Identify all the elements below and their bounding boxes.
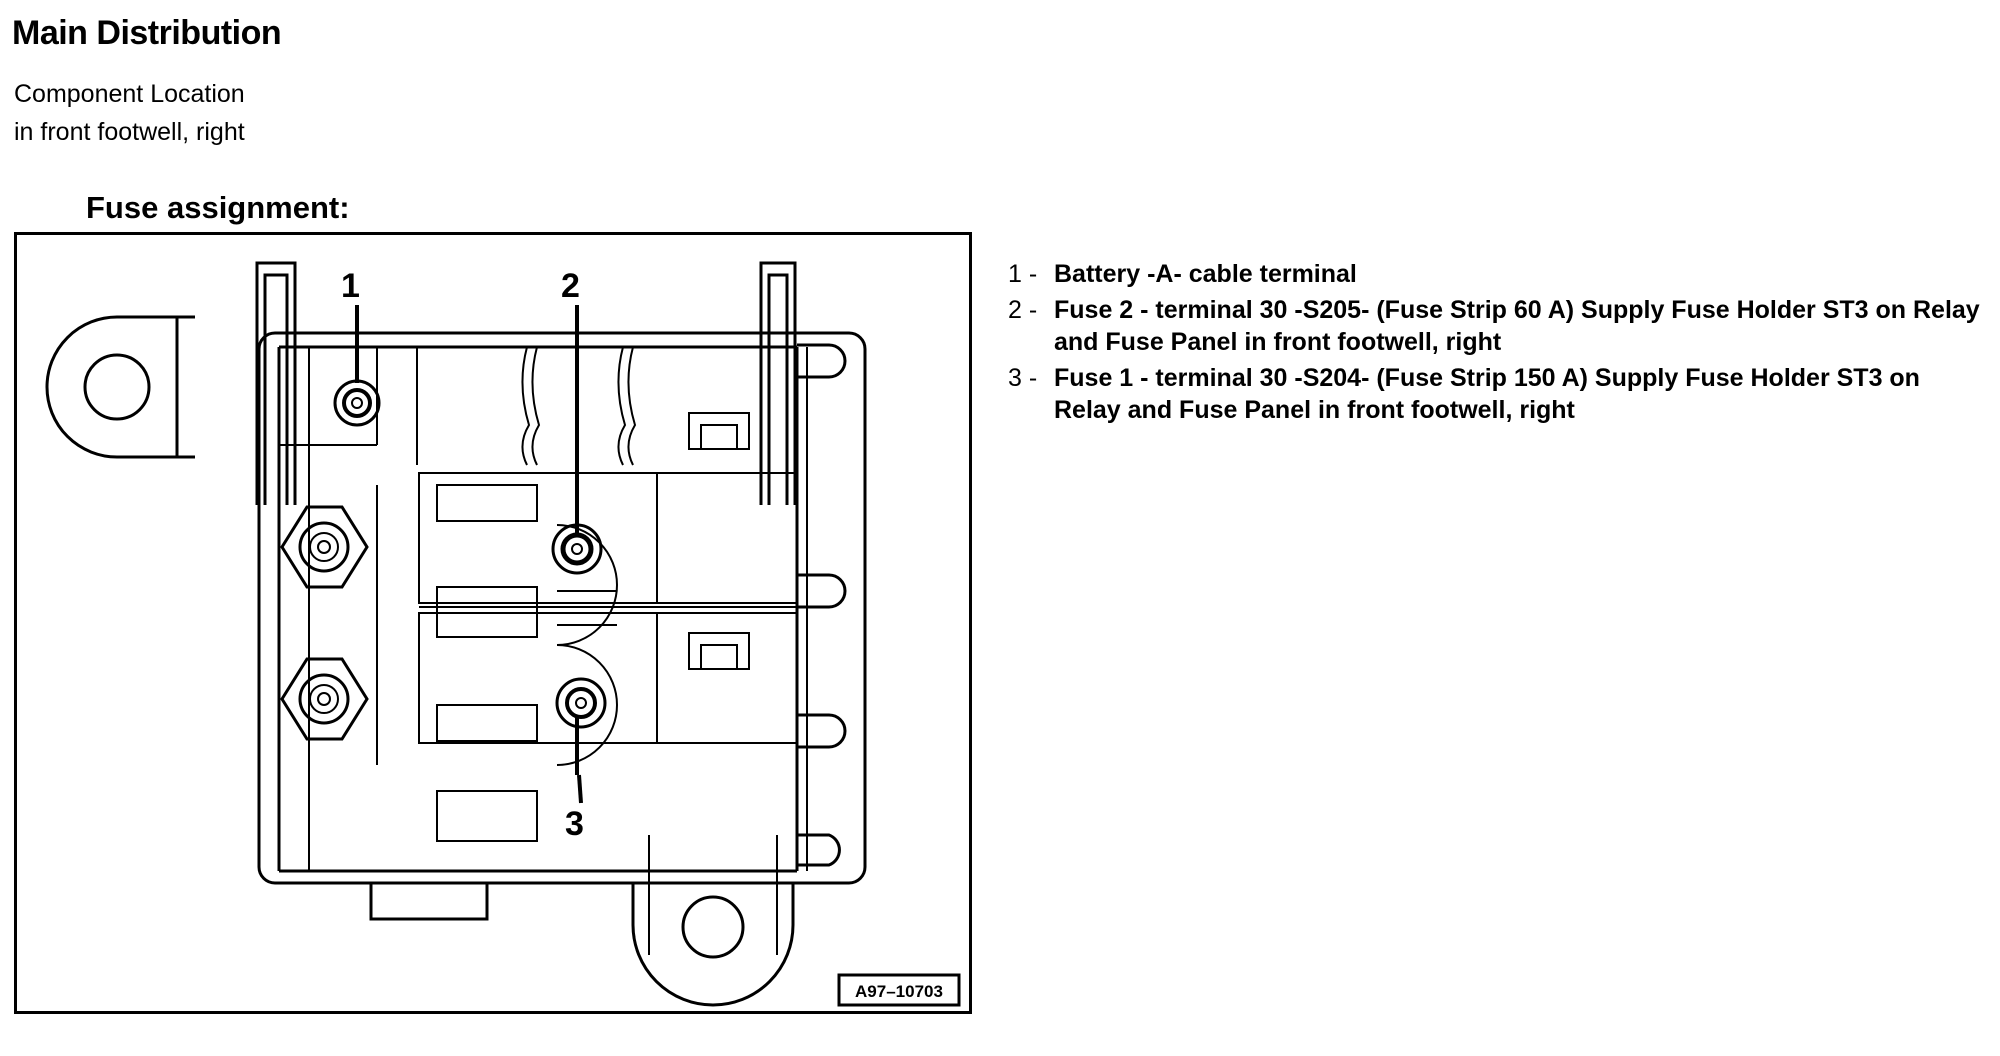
legend-item: 1 - Battery -A- cable terminal <box>1008 258 1988 290</box>
left-cable-lug <box>45 315 195 459</box>
component-location-label: Component Location <box>14 80 245 108</box>
legend-text: Battery -A- cable terminal <box>1054 260 1357 288</box>
callout-2: 2 <box>561 267 580 305</box>
legend-number: 2 - <box>1008 296 1038 324</box>
legend-number: 1 - <box>1008 260 1038 288</box>
component-location-value: in front footwell, right <box>14 118 245 146</box>
legend-text: Fuse 1 - terminal 30 -S204- (Fuse Strip … <box>1054 364 1920 424</box>
legend-text: Fuse 2 - terminal 30 -S205- (Fuse Strip … <box>1054 296 1980 356</box>
hex-nut-upper <box>280 505 369 589</box>
fuse-assignment-heading: Fuse assignment: <box>86 190 350 225</box>
fuse-holder-diagram: 1 2 3 A97–10703 <box>45 261 961 1007</box>
battery-cable-terminal <box>333 379 381 427</box>
hex-nut-lower <box>280 657 369 741</box>
bottom-bracket <box>369 881 489 921</box>
diagram-frame: 1 2 3 A97–10703 <box>14 232 972 1014</box>
callout-3: 3 <box>565 805 584 843</box>
figure-id: A97–10703 <box>855 982 943 1001</box>
top-mounting-tabs <box>255 261 797 505</box>
fuse-holder-housing <box>257 331 867 885</box>
fuse-1-terminal <box>555 677 607 729</box>
legend-number: 3 - <box>1008 364 1038 392</box>
page-title: Main Distribution <box>12 14 282 52</box>
bottom-cable-lug <box>631 835 795 1007</box>
callout-1: 1 <box>341 267 360 305</box>
legend-item: 2 - Fuse 2 - terminal 30 -S205- (Fuse St… <box>1008 294 1988 358</box>
fuse-legend: 1 - Battery -A- cable terminal 2 - Fuse … <box>1008 258 1988 430</box>
figure-id-box: A97–10703 <box>837 973 961 1007</box>
legend-item: 3 - Fuse 1 - terminal 30 -S204- (Fuse St… <box>1008 362 1988 426</box>
callout-leaders <box>355 305 583 804</box>
